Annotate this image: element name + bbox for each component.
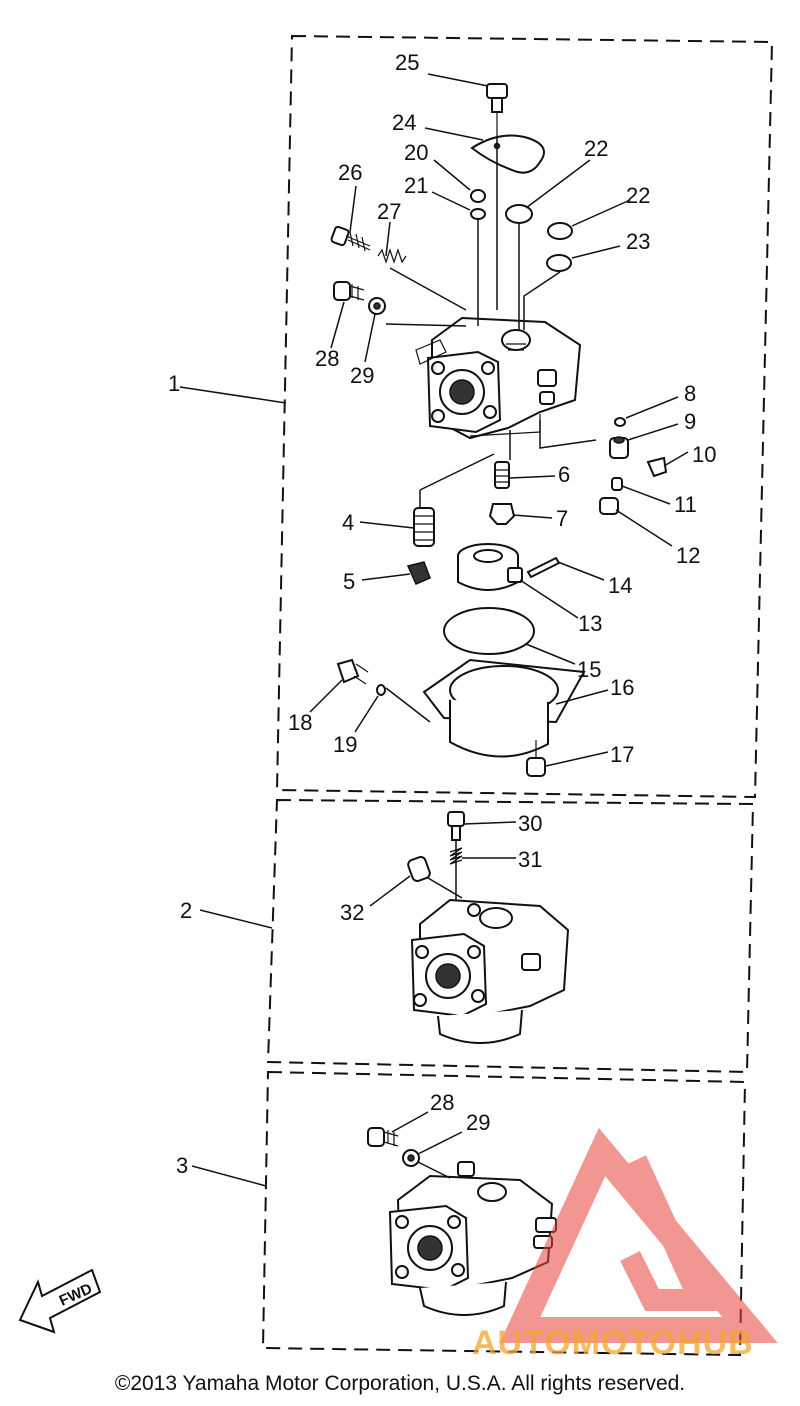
part-6-jet bbox=[494, 461, 510, 489]
part-26-screw bbox=[330, 225, 371, 252]
part-30-screw bbox=[447, 811, 465, 841]
callout-28-b: 28 bbox=[430, 1090, 454, 1115]
group-1-leaders bbox=[179, 73, 689, 767]
part-14-pin bbox=[526, 556, 561, 579]
callout-18: 18 bbox=[288, 710, 312, 735]
callout-30: 30 bbox=[518, 811, 542, 836]
callout-3: 3 bbox=[176, 1153, 188, 1178]
callout-1: 1 bbox=[168, 371, 180, 396]
callout-13: 13 bbox=[578, 611, 602, 636]
fwd-arrow-icon: FWD bbox=[18, 1268, 102, 1334]
callout-2: 2 bbox=[180, 898, 192, 923]
callout-7: 7 bbox=[556, 506, 568, 531]
callout-12: 12 bbox=[676, 543, 700, 568]
part-17-screw bbox=[526, 740, 546, 777]
part-22-plug bbox=[505, 204, 533, 224]
callout-21: 21 bbox=[404, 173, 428, 198]
part-13-float bbox=[457, 543, 523, 591]
callout-17: 17 bbox=[610, 742, 634, 767]
callout-22-b: 22 bbox=[626, 183, 650, 208]
callout-27: 27 bbox=[377, 199, 401, 224]
callout-8: 8 bbox=[684, 381, 696, 406]
part-12-plug bbox=[599, 497, 619, 515]
callout-15: 15 bbox=[577, 657, 601, 682]
part-27-spring bbox=[377, 248, 407, 264]
callout-32: 32 bbox=[340, 900, 364, 925]
callout-5: 5 bbox=[343, 569, 355, 594]
part-10-plate bbox=[646, 456, 668, 478]
part-29-washer-2 bbox=[402, 1149, 420, 1167]
carburetor-body-2 bbox=[410, 898, 570, 1044]
callout-31: 31 bbox=[518, 847, 542, 872]
part-21-cap bbox=[470, 208, 486, 220]
part-18-screw bbox=[336, 658, 369, 685]
part-29-washer bbox=[368, 297, 386, 315]
group-box-3 bbox=[261, 1070, 747, 1357]
group-box-1 bbox=[275, 34, 774, 799]
part-15-gasket bbox=[443, 607, 535, 655]
callout-28-a: 28 bbox=[315, 346, 339, 371]
part-9-jet bbox=[609, 436, 629, 459]
part-4-emulsion-tube bbox=[413, 507, 435, 547]
callout-29-b: 29 bbox=[466, 1110, 490, 1135]
callout-14: 14 bbox=[608, 573, 632, 598]
callout-23: 23 bbox=[626, 229, 650, 254]
part-23-plug bbox=[546, 254, 572, 272]
group-box-2 bbox=[266, 798, 755, 1074]
callout-19: 19 bbox=[333, 732, 357, 757]
part-20-cap bbox=[470, 189, 486, 203]
callout-29-a: 29 bbox=[350, 363, 374, 388]
callout-11: 11 bbox=[674, 492, 697, 517]
part-22-plug-2 bbox=[547, 222, 573, 240]
carburetor-body-3 bbox=[388, 1161, 557, 1316]
part-25-screw bbox=[486, 83, 508, 136]
watermark-text: AUTOMOTOHUB bbox=[472, 1324, 754, 1362]
part-16-float-chamber bbox=[422, 658, 586, 758]
part-11-pin bbox=[611, 477, 623, 491]
callout-26: 26 bbox=[338, 160, 362, 185]
callout-25: 25 bbox=[395, 50, 419, 75]
part-24-plate bbox=[470, 134, 545, 174]
part-32-cap bbox=[407, 855, 431, 883]
callout-6: 6 bbox=[558, 462, 570, 487]
part-5-jet bbox=[406, 561, 431, 585]
callout-labels: 25 24 20 21 22 22 23 26 27 28 29 1 8 9 1… bbox=[168, 50, 716, 1178]
automotohub-logo bbox=[499, 1127, 778, 1343]
callout-24: 24 bbox=[392, 110, 416, 135]
callout-4: 4 bbox=[342, 510, 354, 535]
part-19-oring bbox=[376, 684, 386, 696]
callout-10: 10 bbox=[692, 442, 716, 467]
callout-9: 9 bbox=[684, 409, 696, 434]
part-7-plug bbox=[488, 503, 516, 525]
part-28-screw-2 bbox=[367, 1127, 399, 1147]
copyright-notice: ©2013 Yamaha Motor Corporation, U.S.A. A… bbox=[114, 1372, 686, 1395]
callout-20: 20 bbox=[404, 140, 428, 165]
carburetor-body-1 bbox=[415, 316, 582, 440]
group-3-leaders bbox=[191, 1111, 463, 1187]
callout-16: 16 bbox=[610, 675, 634, 700]
part-8-oring bbox=[614, 417, 626, 427]
part-28-screw bbox=[333, 281, 365, 301]
group-2-leaders bbox=[199, 821, 517, 929]
callout-22-a: 22 bbox=[584, 136, 608, 161]
